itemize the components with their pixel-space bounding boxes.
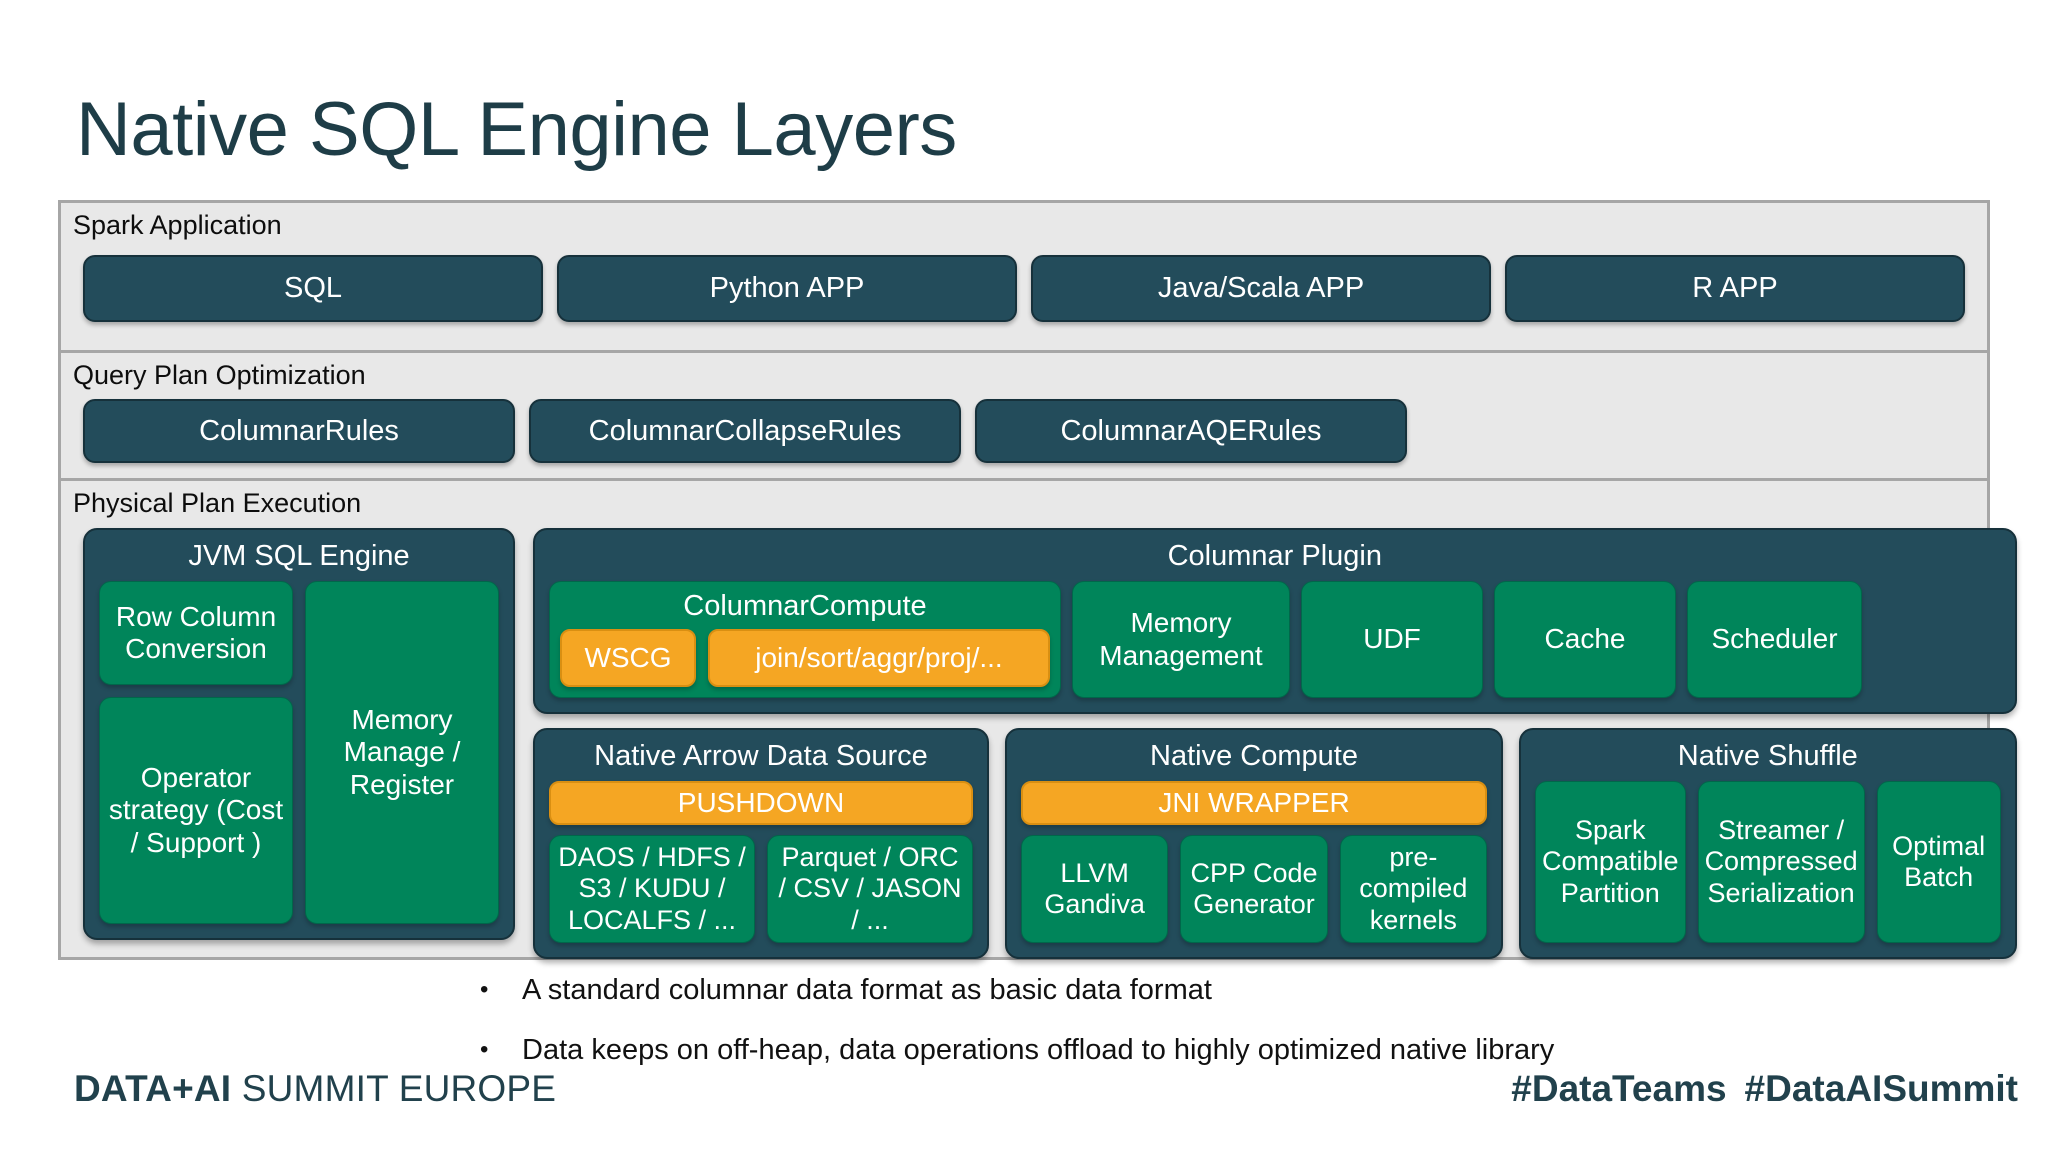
band-label-query-plan-optimization: Query Plan Optimization bbox=[73, 360, 366, 390]
hashtag-datateams: #DataTeams bbox=[1511, 1068, 1727, 1109]
node-cache[interactable]: Cache bbox=[1494, 581, 1676, 698]
node-columnar-collapse-rules[interactable]: ColumnarCollapseRules bbox=[529, 399, 961, 463]
box-title-jvm-sql-engine: JVM SQL Engine bbox=[188, 540, 410, 572]
node-row-column-conversion[interactable]: Row Column Conversion bbox=[99, 581, 293, 685]
native-shuffle-node-row: Spark Compatible Partition Streamer / Co… bbox=[1535, 781, 2001, 943]
box-native-compute[interactable]: Native Compute JNI WRAPPER LLVM Gandiva … bbox=[1005, 728, 1503, 959]
spark-application-node-row: SQL Python APP Java/Scala APP R APP bbox=[83, 255, 1965, 322]
box-title-columnar-plugin: Columnar Plugin bbox=[1167, 540, 1382, 572]
node-optimal-batch[interactable]: Optimal Batch bbox=[1876, 781, 2001, 943]
hashtag-group: #DataTeams #DataAISummit bbox=[1511, 1068, 2018, 1110]
native-arrow-node-row: DAOS / HDFS / S3 / KUDU / LOCALFS / ... … bbox=[549, 835, 973, 943]
box-native-shuffle[interactable]: Native Shuffle Spark Compatible Partitio… bbox=[1519, 728, 2017, 959]
hashtag-dataaisummit: #DataAISummit bbox=[1744, 1068, 2018, 1109]
columnar-compute-chip-row: WSCG join/sort/aggr/proj/... bbox=[560, 629, 1050, 687]
box-native-arrow-data-source[interactable]: Native Arrow Data Source PUSHDOWN DAOS /… bbox=[533, 728, 989, 959]
list-item: • Data keeps on off-heap, data operation… bbox=[480, 1033, 1780, 1067]
box-columnar-plugin[interactable]: Columnar Plugin ColumnarCompute WSCG joi… bbox=[533, 528, 2017, 714]
node-operator-strategy[interactable]: Operator strategy (Cost / Support ) bbox=[99, 697, 293, 924]
event-brand: DATA+AI SUMMIT EUROPE bbox=[74, 1068, 556, 1110]
bullet-text: A standard columnar data format as basic… bbox=[522, 974, 1212, 1006]
jvm-sql-engine-grid: Row Column Conversion Operator strategy … bbox=[99, 581, 499, 924]
node-memory-management[interactable]: Memory Management bbox=[1072, 581, 1290, 698]
jvm-sql-engine-column: JVM SQL Engine Row Column Conversion Ope… bbox=[83, 528, 515, 940]
node-columnar-rules[interactable]: ColumnarRules bbox=[83, 399, 515, 463]
box-jvm-sql-engine[interactable]: JVM SQL Engine Row Column Conversion Ope… bbox=[83, 528, 515, 940]
node-storage-backends[interactable]: DAOS / HDFS / S3 / KUDU / LOCALFS / ... bbox=[549, 835, 755, 943]
chip-wscg[interactable]: WSCG bbox=[560, 629, 696, 687]
architecture-diagram: Spark Application SQL Python APP Java/Sc… bbox=[58, 200, 2017, 960]
jvm-right-column: Memory Manage / Register bbox=[305, 581, 499, 924]
event-brand-bold: DATA+AI bbox=[74, 1068, 232, 1109]
node-r-app[interactable]: R APP bbox=[1505, 255, 1965, 322]
band-query-plan-optimization: Query Plan Optimization ColumnarRules Co… bbox=[61, 353, 1987, 481]
box-title-native-compute: Native Compute bbox=[1150, 740, 1358, 772]
native-compute-node-row: LLVM Gandiva CPP Code Generator pre-comp… bbox=[1021, 835, 1487, 943]
node-cpp-code-generator[interactable]: CPP Code Generator bbox=[1180, 835, 1328, 943]
node-file-formats[interactable]: Parquet / ORC / CSV / JASON / ... bbox=[767, 835, 973, 943]
node-scheduler[interactable]: Scheduler bbox=[1687, 581, 1862, 698]
banner-pushdown[interactable]: PUSHDOWN bbox=[549, 781, 973, 825]
native-layer-row: Native Arrow Data Source PUSHDOWN DAOS /… bbox=[533, 728, 2017, 959]
page-title: Native SQL Engine Layers bbox=[76, 87, 957, 172]
box-title-native-arrow-data-source: Native Arrow Data Source bbox=[594, 740, 928, 772]
node-spark-compatible-partition[interactable]: Spark Compatible Partition bbox=[1535, 781, 1686, 943]
chip-join-sort-aggr-proj[interactable]: join/sort/aggr/proj/... bbox=[708, 629, 1050, 687]
node-title-columnar-compute: ColumnarCompute bbox=[683, 590, 927, 622]
bullet-marker-icon: • bbox=[480, 976, 489, 1003]
columnar-plugin-node-row: ColumnarCompute WSCG join/sort/aggr/proj… bbox=[549, 581, 2001, 698]
node-precompiled-kernels[interactable]: pre-compiled kernels bbox=[1339, 835, 1487, 943]
jvm-left-column: Row Column Conversion Operator strategy … bbox=[99, 581, 293, 924]
physical-plan-body: JVM SQL Engine Row Column Conversion Ope… bbox=[83, 528, 2017, 959]
band-label-spark-application: Spark Application bbox=[73, 210, 282, 240]
band-physical-plan-execution: Physical Plan Execution JVM SQL Engine R… bbox=[61, 481, 2017, 959]
query-plan-node-row: ColumnarRules ColumnarCollapseRules Colu… bbox=[83, 399, 1407, 463]
columnar-section-column: Columnar Plugin ColumnarCompute WSCG joi… bbox=[533, 528, 2017, 959]
band-label-physical-plan-execution: Physical Plan Execution bbox=[73, 488, 362, 518]
bullet-text: Data keeps on off-heap, data operations … bbox=[522, 1033, 1555, 1066]
event-brand-rest: SUMMIT EUROPE bbox=[231, 1068, 557, 1109]
list-item: • A standard columnar data format as bas… bbox=[480, 974, 1780, 1007]
node-streamer-compressed-serialization[interactable]: Streamer / Compressed Serialization bbox=[1697, 781, 1865, 943]
box-title-native-shuffle: Native Shuffle bbox=[1677, 740, 1858, 772]
node-sql[interactable]: SQL bbox=[83, 255, 543, 322]
node-memory-manage-register[interactable]: Memory Manage / Register bbox=[305, 581, 499, 924]
node-columnar-compute[interactable]: ColumnarCompute WSCG join/sort/aggr/proj… bbox=[549, 581, 1061, 698]
bullet-list: • A standard columnar data format as bas… bbox=[480, 974, 1780, 1095]
node-python-app[interactable]: Python APP bbox=[557, 255, 1017, 322]
node-llvm-gandiva[interactable]: LLVM Gandiva bbox=[1021, 835, 1169, 943]
banner-jni-wrapper[interactable]: JNI WRAPPER bbox=[1021, 781, 1487, 825]
band-spark-application: Spark Application SQL Python APP Java/Sc… bbox=[61, 203, 1987, 353]
node-java-scala-app[interactable]: Java/Scala APP bbox=[1031, 255, 1491, 322]
node-columnar-aqe-rules[interactable]: ColumnarAQERules bbox=[975, 399, 1407, 463]
bullet-marker-icon: • bbox=[480, 1035, 489, 1063]
node-udf[interactable]: UDF bbox=[1301, 581, 1483, 698]
